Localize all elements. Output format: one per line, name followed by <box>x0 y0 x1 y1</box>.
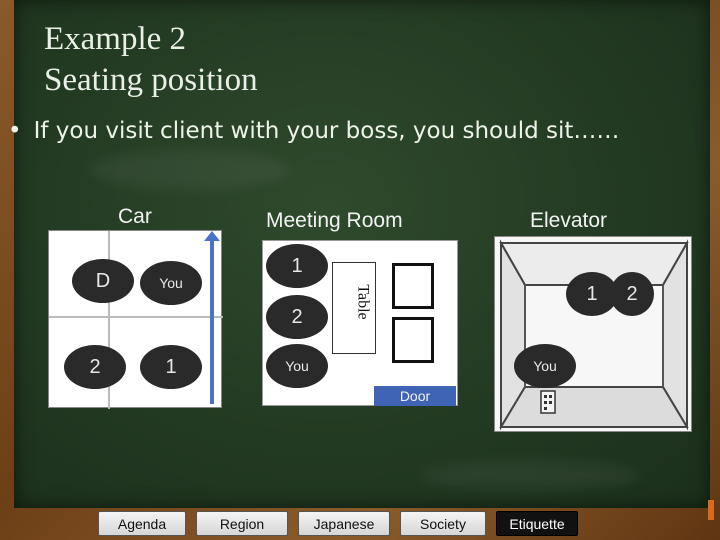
car-seat-front-passenger: You <box>140 261 202 305</box>
bullet-text: • If you visit client with your boss, you… <box>8 118 619 144</box>
direction-arrow-head <box>204 231 220 241</box>
car-divider-vertical <box>108 231 110 409</box>
direction-arrow <box>210 238 214 404</box>
orange-marker <box>708 500 714 520</box>
elevator-position-1: 1 <box>566 272 618 316</box>
nav-tab-etiquette[interactable]: Etiquette <box>496 511 578 536</box>
slide-title-line-1: Example 2 <box>44 21 187 57</box>
nav-tab-region[interactable]: Region <box>196 511 288 536</box>
car-divider-horizontal <box>49 316 223 318</box>
car-label: Car <box>118 205 152 228</box>
car-seat-driver: D <box>72 259 134 303</box>
elevator-drawing <box>495 237 691 431</box>
chalk-smudge <box>420 460 640 490</box>
slide-title-line-2: Seating position <box>44 62 258 98</box>
elevator-label: Elevator <box>530 209 608 232</box>
meeting-seat-1: 1 <box>266 244 328 288</box>
chalk-smudge <box>90 150 290 190</box>
elevator-position-you: You <box>514 344 576 388</box>
elevator-diagram <box>494 236 692 432</box>
nav-tab-japanese[interactable]: Japanese <box>298 511 390 536</box>
bullet-question: If you visit client with your boss, you … <box>33 118 620 144</box>
meeting-room-label: Meeting Room <box>266 209 403 232</box>
client-chair <box>392 263 434 309</box>
table-label: Table <box>354 284 372 320</box>
bullet-icon: • <box>8 118 22 144</box>
door-label: Door <box>374 386 456 406</box>
client-chair <box>392 317 434 363</box>
elevator-position-2: 2 <box>610 272 654 316</box>
car-seat-back-left: 2 <box>64 345 126 389</box>
nav-tab-agenda[interactable]: Agenda <box>98 511 186 536</box>
meeting-table: Table <box>332 262 376 354</box>
nav-tab-society[interactable]: Society <box>400 511 486 536</box>
car-seat-back-right: 1 <box>140 345 202 389</box>
meeting-seat-2: 2 <box>266 295 328 339</box>
meeting-seat-you: You <box>266 344 328 388</box>
